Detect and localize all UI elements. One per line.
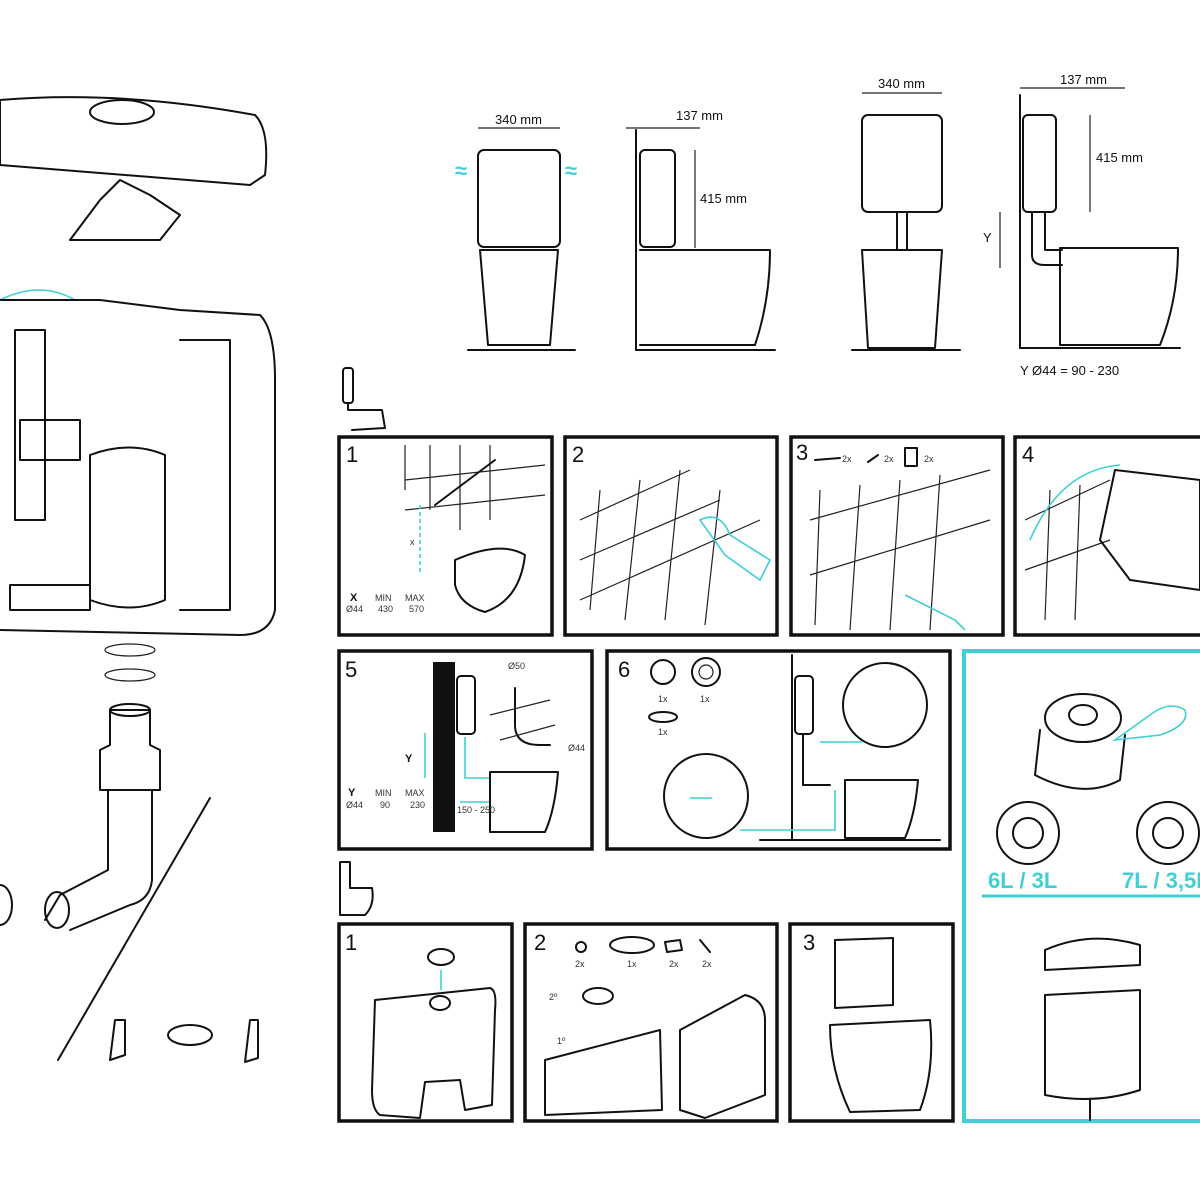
step-number: 1 (346, 442, 358, 467)
offset-range: 150 - 250 (457, 805, 495, 815)
min-value: 90 (380, 800, 390, 810)
y-range-note: Y Ø44 = 90 - 230 (1020, 363, 1119, 378)
x-axis-label: x (410, 537, 415, 547)
table-var: X (350, 592, 358, 604)
min-label: MIN (375, 788, 392, 798)
part-qty: 2x (702, 959, 712, 969)
min-label: MIN (375, 593, 392, 603)
order-label: 1º (557, 1036, 566, 1046)
svg-text:≈: ≈ (565, 158, 577, 183)
svg-text:≈: ≈ (455, 158, 467, 183)
dim-side-high-depth: 137 mm (1060, 72, 1107, 87)
part-qty: 1x (658, 727, 668, 737)
max-label: MAX (405, 593, 425, 603)
wall-step-2-panel (563, 435, 779, 637)
flush-volume-panel (962, 649, 1200, 1123)
min-value: 430 (378, 604, 393, 614)
step-number: 5 (345, 657, 357, 682)
flush-option-7l-35l: 7L / 3,5L (1122, 868, 1200, 893)
dim-side-high-y: Y (983, 230, 992, 245)
dim-side-small-depth: 137 mm (676, 108, 723, 123)
dim-front-high-width: 340 mm (878, 76, 925, 91)
part-qty: 2x (884, 454, 894, 464)
max-value: 570 (409, 604, 424, 614)
step-number: 3 (803, 930, 815, 955)
wall-step-3-panel (789, 435, 1005, 637)
diameter: Ø44 (346, 604, 363, 614)
step-number: 3 (796, 440, 808, 465)
wall-mount-section-icon (342, 367, 386, 431)
part-qty: 1x (627, 959, 637, 969)
side-diameter: Ø44 (568, 743, 585, 753)
max-label: MAX (405, 788, 425, 798)
wall (433, 662, 455, 832)
wall-step-1-panel (337, 435, 554, 637)
exploded-cistern-view (0, 96, 276, 1063)
dimension-drawings: 340 mm ≈ ≈ 137 mm 415 mm 340 mm 137 mm 41… (455, 72, 1181, 378)
part-qty: 2x (842, 454, 852, 464)
part-qty: 1x (658, 694, 668, 704)
top-diameter: Ø50 (508, 661, 525, 671)
step-number: 6 (618, 657, 630, 682)
dim-front-small-width: 340 mm (495, 112, 542, 127)
max-value: 230 (410, 800, 425, 810)
close-step-1-panel (337, 922, 514, 1123)
part-qty: 1x (700, 694, 710, 704)
step-number: 1 (345, 930, 357, 955)
close-coupled-section-icon (339, 861, 374, 916)
dim-side-small-height: 415 mm (700, 191, 747, 206)
table-var: Y (348, 787, 356, 799)
part-qty: 2x (575, 959, 585, 969)
order-label: 2º (549, 992, 558, 1002)
close-step-2-panel (523, 922, 779, 1123)
diameter: Ø44 (346, 800, 363, 810)
step-number: 4 (1022, 442, 1034, 467)
part-qty: 2x (669, 959, 679, 969)
part-qty: 2x (924, 454, 934, 464)
flush-option-6l-3l: 6L / 3L (988, 868, 1057, 893)
dim-side-high-height: 415 mm (1096, 150, 1143, 165)
step-number: 2 (534, 930, 546, 955)
y-label: Y (405, 753, 413, 765)
wall-step-6-panel (605, 649, 952, 851)
step-number: 2 (572, 442, 584, 467)
